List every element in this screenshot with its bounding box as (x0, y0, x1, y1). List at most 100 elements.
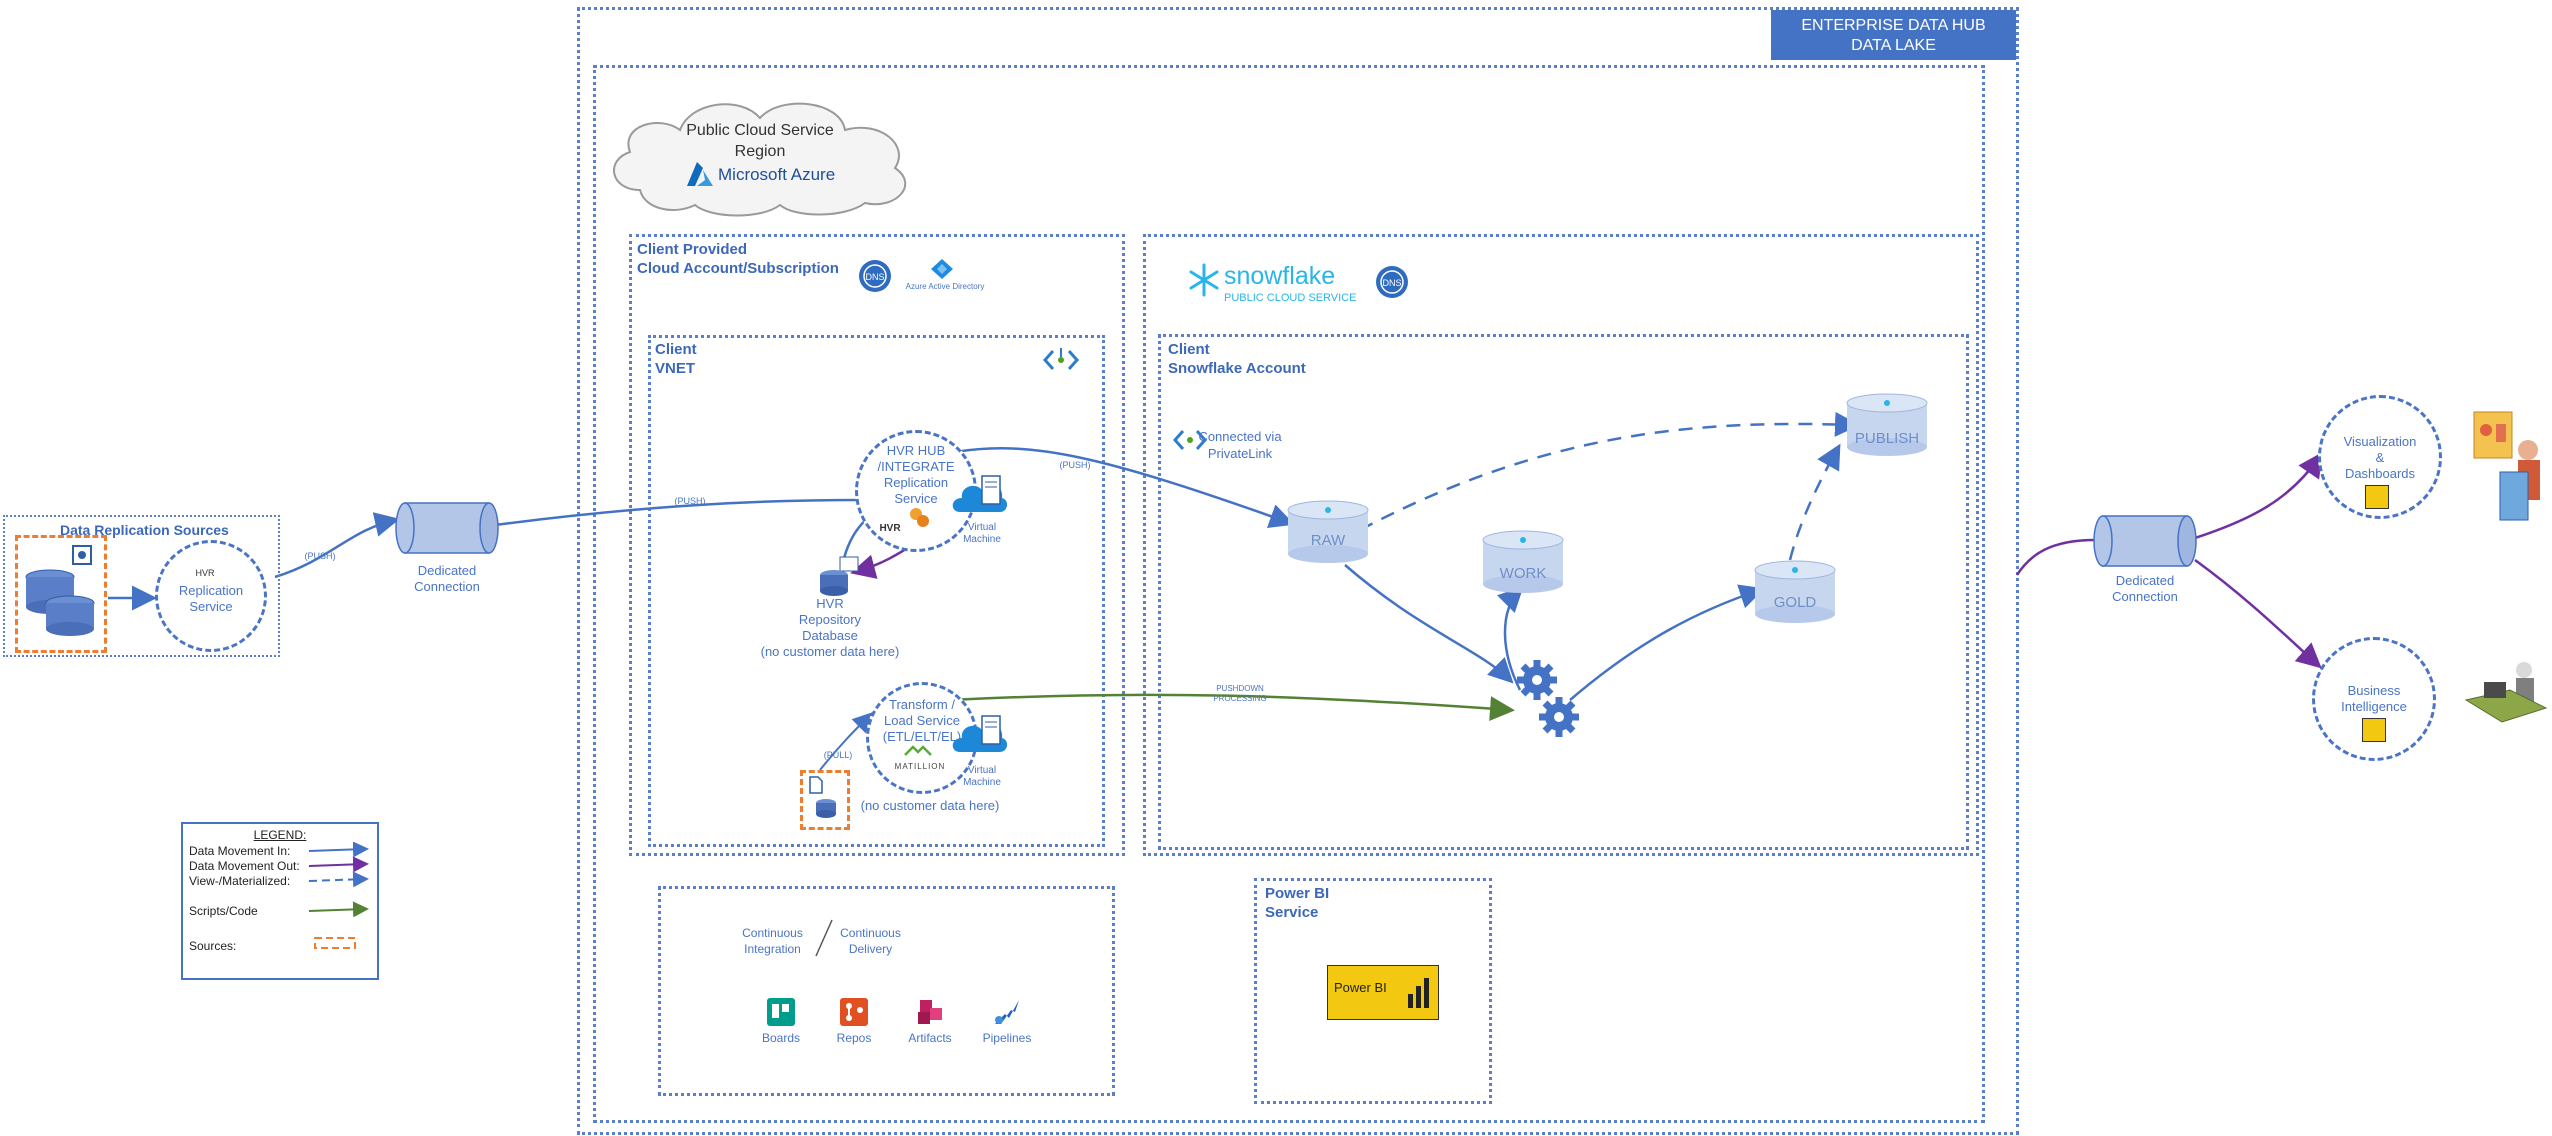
hvr-hub-circle (855, 430, 977, 552)
transform-line3: (ETL/ELT/EL) (882, 729, 962, 744)
hvr-repo-line3: Database (802, 628, 858, 643)
processing-gears-icon (1517, 660, 1579, 737)
hvr-logo-icon (910, 508, 929, 527)
enterprise-data-hub-banner: ENTERPRISE DATA HUB DATA LAKE (1771, 10, 2016, 60)
work-label: WORK (1499, 565, 1547, 582)
bi-line2: Intelligence (2341, 699, 2407, 714)
cloud-shape (613, 102, 907, 217)
transform-load-circle (866, 682, 978, 794)
hvr-virtual-machine-icon (952, 475, 1008, 512)
dedicated-left-line2: Connection (414, 579, 480, 594)
legend-out-label: Data Movement Out: (189, 859, 300, 873)
outer-data-lake-container (577, 7, 2019, 1135)
snowflake-dns-icon: DNS (1376, 266, 1408, 298)
replication-brand: HVR (195, 568, 215, 578)
legend-title: LEGEND: (253, 828, 307, 842)
transform-line2: Load Service (884, 713, 960, 728)
vnet-container (648, 335, 1105, 847)
powerbi-logo-text: Power BI (1334, 980, 1387, 995)
legend-view-label: View-/Materialized: (189, 874, 291, 888)
sf-account-title-line1: Client (1168, 341, 1210, 358)
privatelink-line2: PrivateLink (1207, 446, 1273, 461)
replication-line2: Service (189, 599, 233, 614)
client-provided-title-line1: Client Provided (637, 241, 748, 258)
legend-scripts-label: Scripts/Code (189, 904, 258, 918)
transform-source-db-icon (816, 799, 836, 818)
bi-line1: Business (2347, 683, 2401, 698)
gold-cylinder-icon (1754, 560, 1836, 623)
powerbi-title-line1: Power BI (1265, 885, 1330, 902)
transform-note: (no customer data here) (860, 798, 1000, 813)
pushdown-line1: PUSHDOWN (1216, 684, 1264, 693)
cd-line2: Delivery (848, 942, 893, 956)
repos-label: Repos (836, 1031, 872, 1045)
bi-powerbi-icon (2362, 718, 2386, 742)
transform-virtual-machine-icon (952, 715, 1008, 752)
vnet-icon (1043, 348, 1079, 370)
dedicated-right-line2: Connection (2112, 589, 2178, 604)
inner-region-container (593, 65, 1985, 1123)
view-materialized-arrows (1359, 411, 1860, 561)
raw-label: RAW (1310, 532, 1346, 549)
legend-swatches (308, 842, 369, 949)
transform-line1: Transform / (889, 697, 955, 712)
artifacts-icon (918, 1000, 942, 1024)
vnet-title-line2: VNET (655, 360, 696, 377)
hvr-repo-line4: (no customer data here) (760, 644, 900, 659)
work-cylinder-icon (1482, 530, 1564, 593)
legend-box: LEGEND: Data Movement In: Data Movement … (181, 822, 379, 980)
hvr-hub-line4: Service (894, 491, 938, 506)
vnet-title-line1: Client (655, 341, 697, 358)
powerbi-chart-icon (1408, 978, 1429, 1008)
sources-box (15, 535, 107, 653)
banner-line1: ENTERPRISE DATA HUB (1801, 17, 1986, 34)
scripts-code-arrows (949, 693, 1515, 722)
privatelink-line1: Connected via (1198, 429, 1282, 444)
pull-arrow (819, 712, 873, 771)
push-label-c: (PUSH) (1059, 460, 1091, 470)
dedicated-connection-right-icon (2093, 515, 2197, 567)
azure-logo-icon (687, 162, 713, 186)
dedicated-left-line1: Dedicated (417, 563, 477, 578)
cd-line1: Continuous (840, 926, 901, 940)
snowflake-service-container (1143, 234, 1979, 856)
sf-account-title-line2: Snowflake Account (1168, 360, 1306, 377)
ci-line1: Continuous (742, 926, 803, 940)
legend-in-label: Data Movement In: (189, 844, 291, 858)
banner-line2: DATA LAKE (1851, 37, 1936, 54)
matillion-brand: MATILLION (894, 762, 946, 771)
viz-line1: Visualization (2343, 434, 2417, 449)
hvr-hub-line3: Replication (883, 475, 949, 490)
artifacts-label: Artifacts (908, 1031, 952, 1045)
replication-service-circle (155, 540, 267, 652)
azure-active-directory-icon (931, 259, 953, 279)
snowflake-logo-icon (1189, 263, 1219, 297)
boards-label: Boards (761, 1031, 801, 1045)
legend-sources-label: Sources: (189, 939, 237, 953)
dns-icon-text: DNS (865, 272, 884, 282)
snowflake-brand: snowflake (1224, 262, 1336, 290)
sources-title: Data Replication Sources (60, 522, 229, 538)
viz-line2: & (2375, 450, 2385, 465)
boards-icon (767, 998, 795, 1026)
hvr-repo-line2: Repository (798, 612, 862, 627)
aad-label: Azure Active Directory (905, 282, 985, 291)
viz-powerbi-icon (2365, 485, 2389, 509)
snowflake-sub: PUBLIC CLOUD SERVICE (1224, 292, 1357, 304)
pipelines-label: Pipelines (982, 1031, 1032, 1045)
hvr-vm-line1: Virtual (967, 522, 997, 533)
transform-vm-line2: Machine (963, 777, 1001, 788)
analyst-desk-icon (2464, 662, 2548, 723)
raw-cylinder-icon (1287, 500, 1369, 563)
hvr-repository-database-icon (820, 556, 859, 596)
dedicated-right-line1: Dedicated (2115, 573, 2175, 588)
cloud-title-line2: Region (734, 143, 786, 160)
replication-line1: Replication (178, 583, 244, 598)
hvr-repo-line1: HVR (816, 596, 844, 611)
transform-sources-box (800, 770, 850, 830)
powerbi-service-container (1254, 878, 1492, 1104)
cicd-divider (815, 919, 833, 957)
snowflake-dns-text: DNS (1382, 278, 1401, 288)
hvr-vm-line2: Machine (963, 534, 1001, 545)
push-label-a: (PUSH) (304, 551, 336, 561)
